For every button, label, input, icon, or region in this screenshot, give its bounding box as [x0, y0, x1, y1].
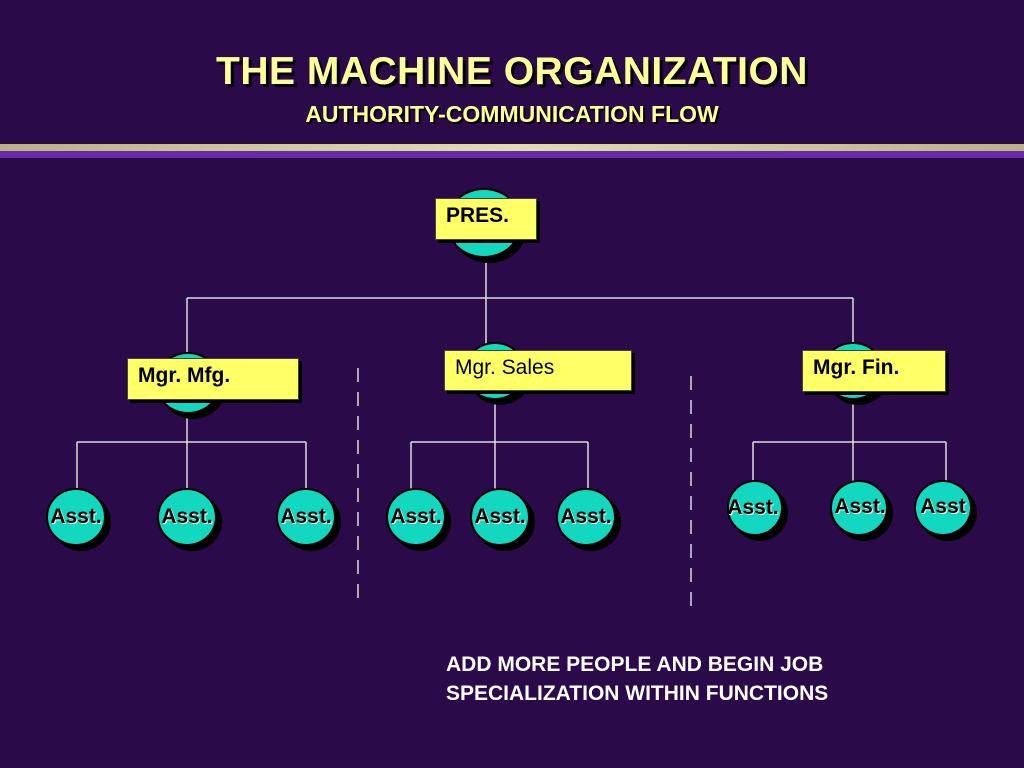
- asst-fin-2-label: Asst.: [834, 495, 886, 518]
- header-divider-light: [0, 144, 1024, 151]
- footer-line-1: ADD MORE PEOPLE AND BEGIN JOB: [446, 653, 824, 676]
- asst-fin-3-label: Asst: [920, 495, 966, 518]
- asst-mfg-1-circle: [46, 488, 106, 546]
- slide-subtitle: AUTHORITY-COMMUNICATION FLOW: [305, 101, 719, 127]
- asst-mfg-3-circle: [276, 488, 336, 546]
- slide-title: THE MACHINE ORGANIZATION: [216, 50, 808, 93]
- asst-sales-2-label: Asst.: [474, 505, 526, 528]
- asst-mfg-2-circle: [157, 488, 217, 546]
- mgr-fin-label-box: Mgr. Fin.: [802, 350, 946, 392]
- asst-mfg-2-label: Asst.: [161, 505, 213, 528]
- asst-mfg-3-label: Asst.: [280, 505, 332, 528]
- header-divider-purple: [0, 151, 1024, 158]
- mgr-mfg-label-box: Mgr. Mfg.: [127, 358, 299, 400]
- asst-sales-1-circle: [386, 488, 446, 546]
- asst-sales-3-label: Asst.: [560, 505, 612, 528]
- mgr-fin-label: Mgr. Fin.: [813, 356, 900, 379]
- mgr-mfg-label: Mgr. Mfg.: [138, 364, 231, 387]
- pres-label-box: PRES.: [435, 198, 537, 240]
- footer-note: ADD MORE PEOPLE AND BEGIN JOB SPECIALIZA…: [446, 650, 966, 708]
- mgr-sales-label: Mgr. Sales: [455, 356, 555, 379]
- asst-mfg-1-label: Asst.: [50, 505, 102, 528]
- asst-fin-1-label: Asst.: [727, 496, 779, 519]
- asst-sales-1-label: Asst.: [390, 505, 442, 528]
- asst-sales-2-circle: [470, 488, 530, 546]
- asst-sales-3-circle: [556, 488, 616, 546]
- footer-line-2: SPECIALIZATION WITHIN FUNCTIONS: [446, 682, 829, 705]
- asst-fin-3-circle: [914, 480, 972, 536]
- asst-fin-2-circle: [830, 480, 888, 536]
- mgr-sales-label-box: Mgr. Sales: [444, 350, 632, 391]
- pres-label: PRES.: [446, 204, 510, 227]
- asst-fin-1-circle: [727, 480, 783, 536]
